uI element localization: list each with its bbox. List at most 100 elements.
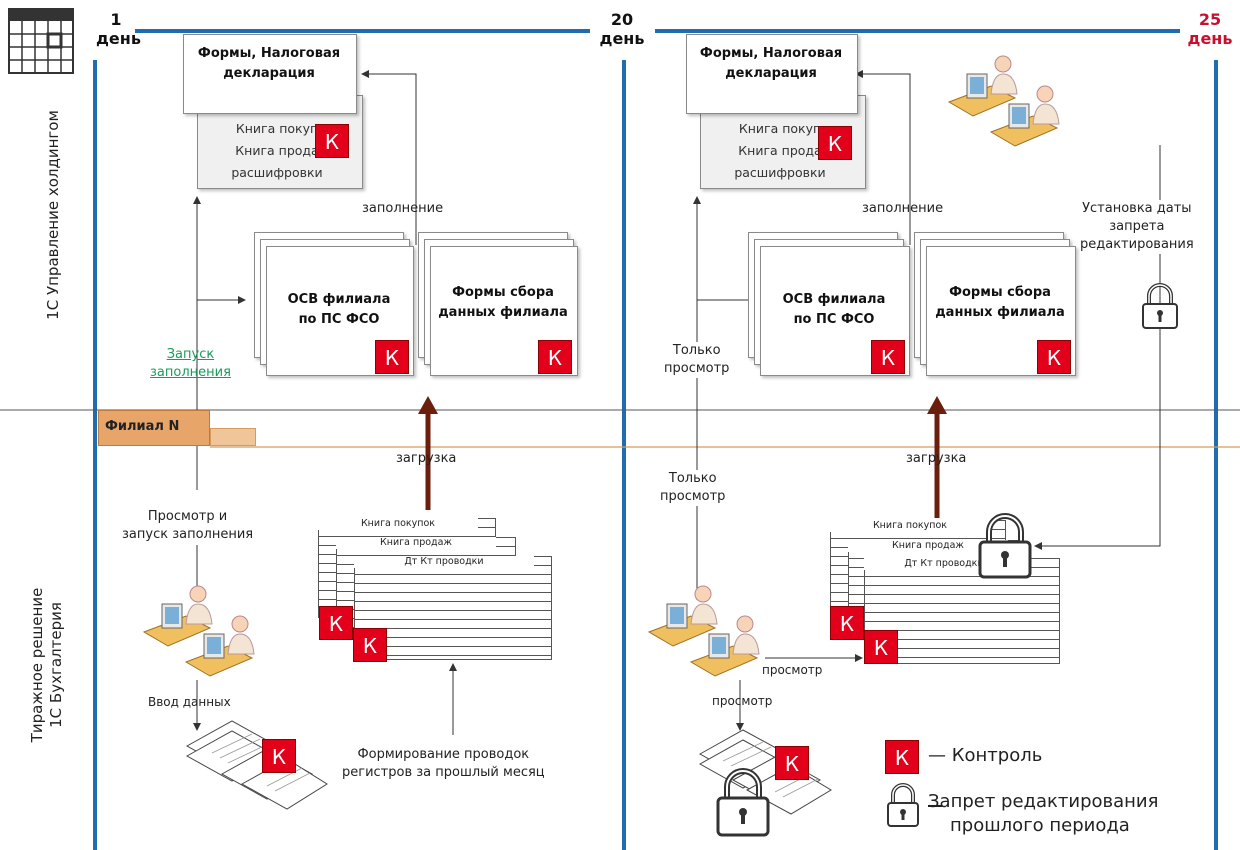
lane-label-accounting: Тиражное решение 1С Бухгалтерия	[28, 540, 66, 790]
launch-filling-line2: заполнения	[150, 365, 231, 380]
right-osv-line1: ОСВ филиала	[782, 292, 886, 307]
day-25-number: 25	[1198, 10, 1222, 29]
right-forms-title: Формы, Налоговая декларация	[686, 44, 856, 84]
right-view-label-1: просмотр	[762, 661, 823, 679]
right-view-only-bottom-label: Только просмотр	[660, 470, 726, 506]
postings-label: Формирование проводок регистров за прошл…	[342, 746, 545, 782]
launch-filling-line1: Запуск	[166, 347, 215, 362]
left-osv-line1: ОСВ филиала	[287, 292, 391, 307]
right-view-only-top-label: Только просмотр	[664, 342, 730, 378]
control-marker: К	[375, 340, 409, 374]
left-ledger-purchases-title: Книга покупок	[318, 518, 478, 530]
postings-line2: регистров за прошлый месяц	[342, 765, 545, 780]
right-forms-sheet	[686, 34, 858, 114]
right-collect-line2: данных филиала	[935, 305, 1065, 320]
person-at-desk-icon	[647, 585, 760, 677]
day-20-number: 20	[610, 10, 634, 29]
lock-date-label: Установка даты запрета редактирования	[1080, 200, 1194, 254]
lock-date-line2: запрета	[1109, 219, 1165, 234]
right-view-only-bottom-line2: просмотр	[660, 489, 726, 504]
legend-lock-line1: Запрет редактирования	[928, 791, 1159, 812]
left-books-line3: расшифровки	[231, 165, 323, 180]
branch-tab: Филиал N	[98, 410, 210, 446]
padlock-icon	[978, 513, 1032, 579]
right-collect-title: Формы сбора данных филиала	[926, 283, 1074, 323]
right-osv-line2: по ПС ФСО	[793, 312, 875, 327]
left-forms-title-line1: Формы, Налоговая	[197, 46, 341, 61]
right-books-line1: Книга покуп	[738, 121, 822, 136]
left-books-line1: Книга покуп	[235, 121, 319, 136]
lane-label-accounting-line1: Тиражное решение	[28, 587, 46, 743]
day-1-unit: день	[96, 29, 141, 48]
lock-date-line3: редактирования	[1080, 237, 1194, 252]
legend-lock-line2: прошлого периода	[950, 815, 1130, 836]
control-marker: К	[1037, 340, 1071, 374]
left-ledger-sales-title: Книга продаж	[336, 537, 496, 549]
left-collect-line2: данных филиала	[438, 305, 568, 320]
left-ledger-postings-title: Дт Кт проводки	[354, 556, 534, 568]
lock-date-line1: Установка даты	[1082, 201, 1192, 216]
left-books-text: Книга покуп Книга прода расшифровки	[202, 118, 352, 184]
right-osv-title: ОСВ филиала по ПС ФСО	[760, 290, 908, 330]
control-marker: К	[871, 340, 905, 374]
right-ledger-sales-title: Книга продаж	[848, 540, 1008, 552]
right-view-only-top-line1: Только	[672, 343, 721, 358]
legend-control-label: — Контроль	[928, 745, 1043, 766]
right-view-label-2: просмотр	[712, 694, 773, 708]
control-marker: К	[830, 606, 864, 640]
right-fill-label: заполнение	[862, 201, 944, 216]
control-marker: К	[353, 628, 387, 662]
left-osv-title: ОСВ филиала по ПС ФСО	[266, 290, 412, 330]
control-marker: К	[315, 124, 349, 158]
right-ledger-purchases-title: Книга покупок	[830, 520, 990, 532]
right-view-only-top-line2: просмотр	[664, 361, 730, 376]
control-marker: К	[538, 340, 572, 374]
left-forms-sheet	[183, 34, 357, 114]
left-forms-title: Формы, Налоговая декларация	[183, 44, 355, 84]
person-at-desk-icon	[947, 55, 1060, 147]
control-marker: К	[818, 126, 852, 160]
launch-filling-link[interactable]: Запуск заполнения	[150, 346, 231, 382]
right-forms-title-line1: Формы, Налоговая	[699, 46, 843, 61]
calendar-icon	[8, 8, 74, 74]
left-fill-label: заполнение	[362, 201, 444, 216]
postings-line1: Формирование проводок	[357, 747, 530, 762]
right-forms-title-line2: декларация	[725, 66, 817, 81]
left-view-launch-label: Просмотр и запуск заполнения	[122, 508, 253, 544]
control-marker: К	[864, 630, 898, 664]
legend-padlock-icon	[887, 783, 919, 827]
control-marker: К	[262, 739, 296, 773]
branch-tab-label: Филиал N	[105, 419, 180, 434]
right-view-only-bottom-line1: Только	[668, 471, 717, 486]
right-books-line3: расшифровки	[734, 165, 826, 180]
day-25-label: 25 день	[1182, 10, 1238, 48]
branch-tab-shadow	[210, 428, 256, 446]
day-20-label: 20 день	[592, 10, 652, 48]
legend-lock-label: Запрет редактирования прошлого периода	[928, 790, 1158, 838]
left-view-launch-line1: Просмотр и	[147, 509, 228, 524]
left-load-label: загрузка	[396, 451, 457, 466]
left-books-line2: Книга прода	[235, 143, 319, 158]
left-collect-title: Формы сбора данных филиала	[430, 283, 576, 323]
day-25-unit: день	[1187, 29, 1233, 48]
left-collect-line1: Формы сбора	[452, 285, 554, 300]
lane-label-holding: 1С Управление холдингом	[44, 110, 62, 320]
control-marker: К	[319, 606, 353, 640]
control-marker: К	[775, 746, 809, 780]
right-collect-line1: Формы сбора	[949, 285, 1051, 300]
legend-dash	[928, 805, 942, 807]
day-20-unit: день	[599, 29, 645, 48]
lane-label-accounting-line2: 1С Бухгалтерия	[47, 602, 65, 728]
right-books-text: Книга покуп Книга прода расшифровки	[705, 118, 855, 184]
right-books-line2: Книга прода	[738, 143, 822, 158]
day-1-label: 1 день	[96, 10, 141, 48]
day-1-number: 1	[110, 10, 122, 29]
left-osv-line2: по ПС ФСО	[298, 312, 380, 327]
right-load-label: загрузка	[906, 451, 967, 466]
padlock-icon	[1142, 283, 1178, 329]
left-forms-title-line2: декларация	[223, 66, 315, 81]
padlock-icon	[716, 768, 770, 837]
left-view-launch-line2: запуск заполнения	[122, 527, 254, 542]
data-entry-label: Ввод данных	[148, 695, 231, 709]
legend-control-marker: К	[885, 740, 919, 774]
